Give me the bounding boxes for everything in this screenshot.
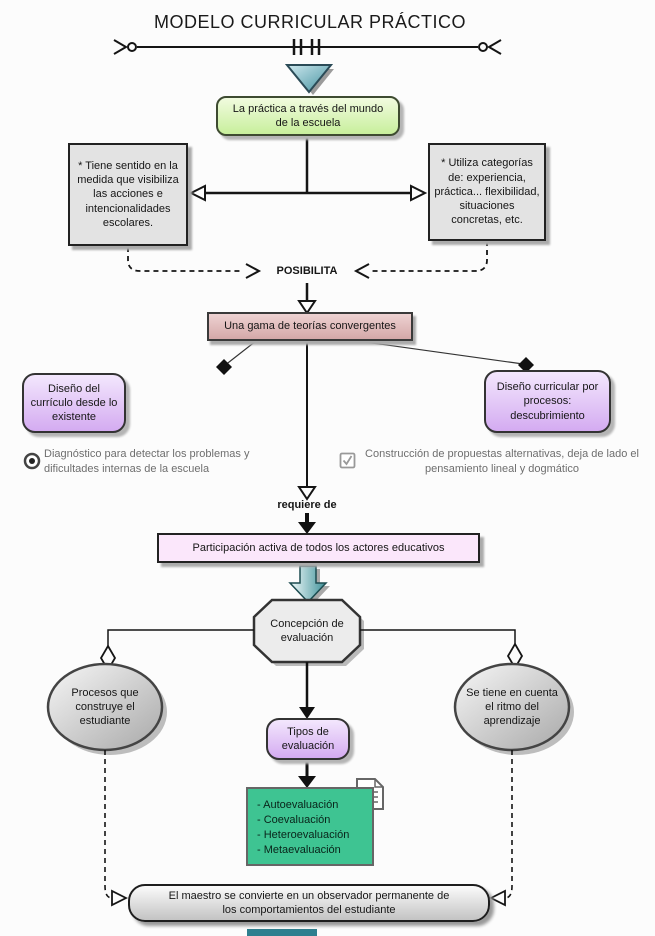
- list-item: - Heteroevaluación: [257, 829, 350, 841]
- node-design-processes: Diseño curricular por procesos: descubri…: [484, 370, 611, 433]
- dashed-left-posibilita: [127, 247, 243, 272]
- dashed-right-posibilita: [372, 241, 488, 272]
- open-arrow-left-icon: [188, 184, 206, 202]
- link-left-design: [223, 340, 257, 367]
- filled-arrow-down-icon: [298, 522, 316, 534]
- eval-list-lines: - Autoevaluación - Coevaluación - Hetero…: [257, 798, 349, 858]
- cut-line-ring-left-icon: [127, 42, 137, 52]
- block-arrow-down-icon: [288, 565, 330, 605]
- node-left-note: * Tiene sentido en la medida que visibil…: [68, 143, 188, 246]
- node-types: Tipos de evaluación: [266, 718, 350, 760]
- connector-octagon-right: [360, 629, 516, 644]
- list-item: - Autoevaluación: [257, 799, 339, 811]
- open-arrow-right-icon: [410, 184, 428, 202]
- open-arrow-down-icon: [297, 486, 317, 501]
- node-right-note: * Utiliza categorías de: experiencia, pr…: [428, 143, 546, 241]
- tick-marks-icon: [292, 39, 321, 55]
- cut-line-end-left-icon: [113, 39, 128, 55]
- radio-icon: [23, 452, 41, 475]
- link-right-design: [357, 340, 524, 365]
- diamond-filled-right-icon: [518, 357, 534, 373]
- connector-octagon-left: [107, 629, 254, 646]
- list-item: - Metaevaluación: [257, 844, 341, 856]
- cut-line-end-right-icon: [487, 39, 502, 55]
- cut-line-ring-right-icon: [478, 42, 488, 52]
- open-arrow-right-icon: [111, 889, 129, 907]
- checkbox-checked-icon: [339, 452, 357, 475]
- node-participation: Participación activa de todos los actore…: [157, 533, 480, 563]
- dashed-right-teacher: [504, 750, 513, 899]
- list-item: - Coevaluación: [257, 814, 331, 826]
- chevron-left-icon: [353, 263, 370, 279]
- octagon-node: [252, 598, 364, 666]
- filled-arrow-down-icon: [299, 707, 315, 719]
- ellipse-left-node: [46, 662, 167, 755]
- diamond-filled-left-icon: [216, 359, 232, 375]
- open-arrow-down-icon: [297, 300, 317, 315]
- down-triangle-marker-icon: [284, 64, 334, 95]
- node-design-existing: Diseño del currículo desde lo existente: [22, 373, 126, 433]
- annotation-diagnosis: Diagnóstico para detectar los problemas …: [44, 448, 250, 475]
- cropped-bottom-element: [247, 929, 317, 936]
- node-processes-student-label: Procesos que construye el estudiante: [71, 686, 139, 728]
- annotation-construction: Construcción de propuestas alternativas,…: [365, 448, 639, 475]
- node-theories: Una gama de teorías convergentes: [207, 312, 413, 341]
- dashed-left-teacher: [104, 750, 113, 899]
- label-requires: requiere de: [277, 499, 337, 511]
- label-posibilita: POSIBILITA: [276, 265, 338, 277]
- node-learning-pace-label: Se tiene en cuenta el ritmo del aprendiz…: [466, 686, 558, 728]
- node-teacher-observer: El maestro se convierte en un observador…: [128, 884, 490, 922]
- node-practice: La práctica a través del mundo de la esc…: [216, 96, 400, 136]
- open-arrow-left-icon: [488, 889, 506, 907]
- filled-arrow-down-icon: [298, 776, 316, 788]
- cut-line: [113, 39, 502, 55]
- node-conception-label: Concepción de evaluación: [270, 617, 344, 644]
- page-title: MODELO CURRICULAR PRÁCTICO: [153, 12, 467, 32]
- chevron-right-icon: [245, 263, 262, 279]
- node-eval-list: - Autoevaluación - Coevaluación - Hetero…: [246, 787, 374, 866]
- ellipse-right-node: [453, 662, 574, 755]
